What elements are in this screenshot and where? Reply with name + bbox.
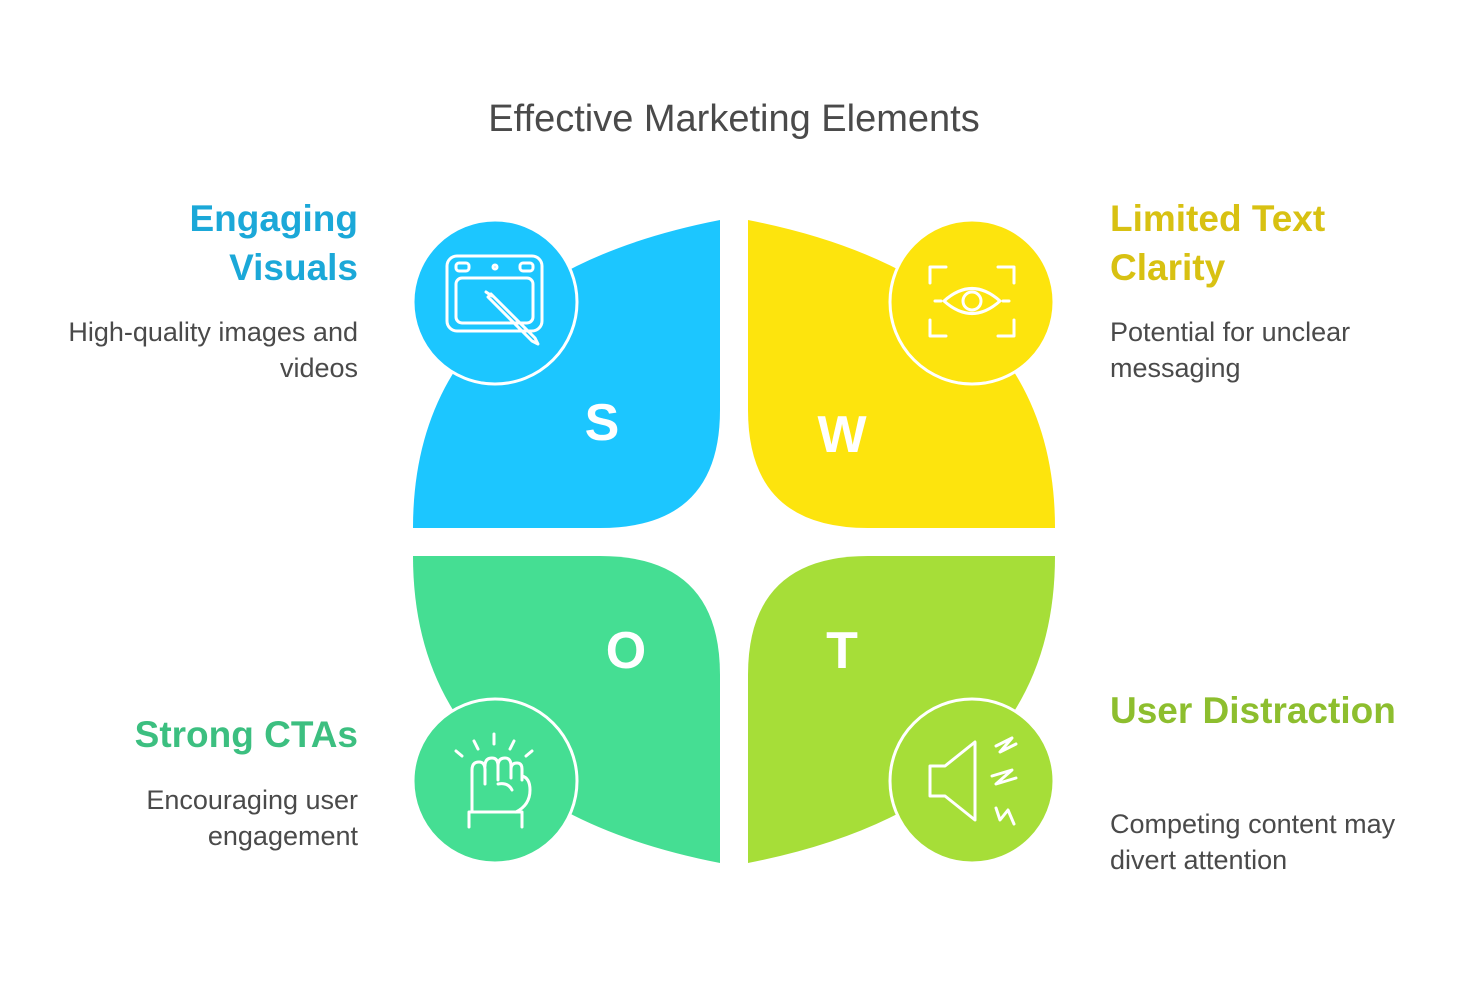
weakness-heading: Limited Text Clarity (1110, 198, 1326, 288)
threat-heading: User Distraction (1110, 690, 1396, 731)
letter-threat: T (826, 622, 858, 680)
diagram-title: Effective Marketing Elements (488, 98, 980, 140)
quadrant-strength (413, 220, 720, 528)
drawing-tablet-icon (411, 218, 579, 386)
letter-weakness: W (817, 406, 867, 464)
quadrant-weakness (748, 220, 1055, 528)
eye-focus-icon (888, 218, 1056, 386)
letter-opportunity: O (606, 622, 646, 680)
speaker-noise-icon (888, 697, 1056, 865)
threat-description: Competing content may divert attention (1110, 809, 1396, 875)
quadrant-threat (748, 556, 1055, 863)
raised-fist-icon (411, 697, 579, 865)
strength-heading: Engaging Visuals (189, 198, 358, 288)
strength-description: High-quality images and videos (68, 317, 358, 383)
quadrant-opportunity (413, 556, 720, 863)
opportunity-heading: Strong CTAs (134, 714, 358, 755)
opportunity-description: Encouraging user engagement (146, 785, 358, 851)
letter-strength: S (585, 394, 620, 452)
weakness-description: Potential for unclear messaging (1110, 317, 1351, 383)
